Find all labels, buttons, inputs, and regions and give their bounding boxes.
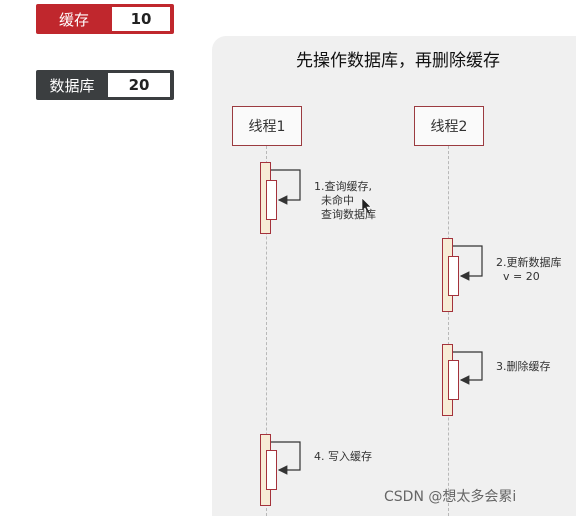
step-1-inner-activation xyxy=(266,180,277,220)
step-2-note: 2.更新数据库 v = 20 xyxy=(496,256,562,283)
cache-label: 缓存 xyxy=(58,10,89,29)
thread-2-lifeline xyxy=(448,146,449,516)
cache-value-box: 缓存 10 xyxy=(36,4,174,34)
step-1-note: 1.查询缓存, 未命中 查询数据库 xyxy=(314,180,376,221)
thread-1-lifeline xyxy=(266,146,267,516)
database-label: 数据库 xyxy=(49,76,95,95)
watermark: CSDN @想太多会累i xyxy=(384,489,517,505)
step-3-note: 3.删除缓存 xyxy=(496,360,551,373)
database-value: 20 xyxy=(108,73,170,97)
thread-1-box: 线程1 xyxy=(232,106,302,146)
cache-value: 10 xyxy=(112,7,170,31)
step-4-inner-activation xyxy=(266,450,277,490)
database-value-box: 数据库 20 xyxy=(36,70,174,100)
diagram-title: 先操作数据库，再删除缓存 xyxy=(296,51,500,71)
step-3-inner-activation xyxy=(448,360,459,400)
thread-2-box: 线程2 xyxy=(414,106,484,146)
step-4-note: 4. 写入缓存 xyxy=(314,450,372,463)
step-2-inner-activation xyxy=(448,256,459,296)
